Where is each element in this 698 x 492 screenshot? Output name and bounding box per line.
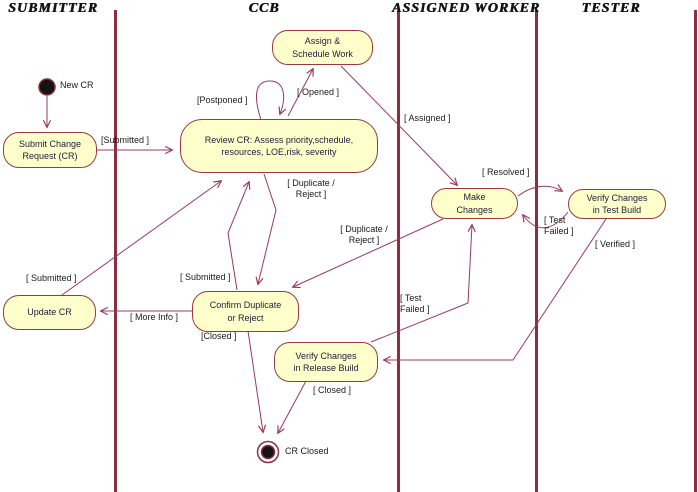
guard-resolved: [ Resolved ] xyxy=(482,167,530,177)
lane-header-submitter: SUBMITTER xyxy=(8,1,98,16)
label-cr-closed: CR Closed xyxy=(285,446,329,456)
state-submit-change-request[interactable]: Submit Change Request (CR) xyxy=(3,132,97,168)
lane-divider-ccb-worker xyxy=(397,10,400,492)
state-label: Confirm Duplicate or Reject xyxy=(209,300,282,323)
guard-test-failed-2: [ Test Failed ] xyxy=(400,293,430,315)
arrow-review-selfloop-postponed xyxy=(255,80,283,121)
label-new-cr: New CR xyxy=(60,80,94,90)
guard-submitted-update: [ Submitted ] xyxy=(26,273,77,283)
state-label: Verify Changes in Release Build xyxy=(293,350,359,373)
arrow-release-to-closed xyxy=(278,380,307,433)
state-verify-changes-release-build[interactable]: Verify Changes in Release Build xyxy=(274,342,378,382)
arrow-review-to-confirm-dup-reject xyxy=(258,173,277,284)
state-label: Make Changes xyxy=(456,192,493,215)
lane-header-tester: TESTER xyxy=(581,1,641,16)
state-label: Submit Change Request (CR) xyxy=(18,138,82,161)
state-label: Assign & Schedule Work xyxy=(292,36,353,59)
guard-postponed: [Postponed ] xyxy=(197,95,248,105)
state-review-cr[interactable]: Review CR: Assess priority,schedule, res… xyxy=(180,119,378,173)
guard-assigned: [ Assigned ] xyxy=(404,113,451,123)
guard-test-failed-1: [ Test Failed ] xyxy=(544,215,574,237)
initial-state-new-cr[interactable] xyxy=(38,78,56,96)
state-confirm-duplicate-or-reject[interactable]: Confirm Duplicate or Reject xyxy=(192,291,299,332)
arrow-confirm-to-review-submitted xyxy=(227,182,249,291)
lane-header-assigned-worker: ASSIGNED WORKER xyxy=(391,1,541,16)
state-label: Update CR xyxy=(27,307,72,318)
state-verify-changes-test-build[interactable]: Verify Changes in Test Build xyxy=(568,189,666,219)
lane-divider-worker-tester xyxy=(535,10,538,492)
guard-submitted-main: [Submitted ] xyxy=(101,135,150,145)
guard-verified: [ Verified ] xyxy=(595,239,636,249)
guard-more-info: [ More Info ] xyxy=(130,312,179,322)
state-assign-schedule-work[interactable]: Assign & Schedule Work xyxy=(272,30,373,65)
guard-closed-release: [ Closed ] xyxy=(313,385,352,395)
state-label: Review CR: Assess priority,schedule, res… xyxy=(204,134,354,157)
lane-divider-right-edge xyxy=(694,10,697,492)
guard-duplicate-reject-2: [ Duplicate / Reject ] xyxy=(340,224,388,246)
arrow-make-to-verifytest-resolved xyxy=(517,186,562,197)
state-make-changes[interactable]: Make Changes xyxy=(431,188,518,219)
state-label: Verify Changes in Test Build xyxy=(586,192,648,215)
state-update-cr[interactable]: Update CR xyxy=(3,295,96,330)
lane-divider-submitter-ccb xyxy=(114,10,117,492)
lane-header-ccb: CCB xyxy=(248,1,280,16)
arrow-confirm-to-closed xyxy=(247,330,263,432)
guard-opened: [ Opened ] xyxy=(297,87,340,97)
guard-duplicate-reject-1: [ Duplicate / Reject ] xyxy=(287,178,335,200)
arrow-verifytest-to-release-verified xyxy=(384,218,607,360)
final-state-outer-ring xyxy=(256,440,280,464)
final-state-cr-closed[interactable] xyxy=(260,444,276,460)
guard-submitted-confirm: [ Submitted ] xyxy=(180,272,231,282)
guard-closed-confirm: [Closed ] xyxy=(201,331,237,341)
